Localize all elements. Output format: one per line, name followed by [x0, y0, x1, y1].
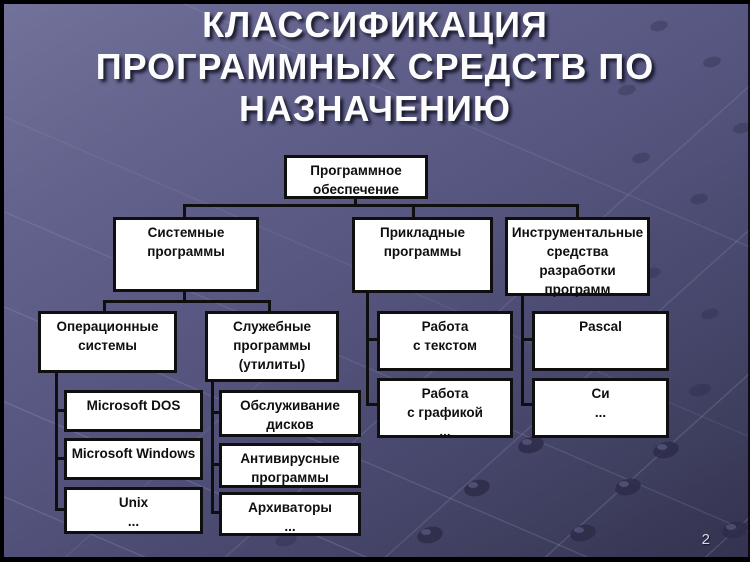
frame-edge-right: [748, 0, 750, 562]
node-applied-programs: Прикладные программы: [352, 217, 493, 293]
node-c-language: Си ...: [532, 378, 669, 438]
connector-utilities-stub-antivirus: [211, 463, 220, 466]
connector-tools-stub-pascal: [521, 338, 532, 341]
connector-applied-trunk: [366, 292, 369, 406]
connector-os-stub-unix: [55, 508, 65, 511]
connector-drop-os: [103, 300, 106, 312]
connector-utilities-stub-disk: [211, 411, 220, 414]
page-number: 2: [701, 531, 710, 548]
node-graphics-work: Работа с графикой ...: [377, 378, 513, 439]
node-antivirus: Антивирусные программы: [219, 443, 361, 488]
frame-edge-left: [0, 0, 4, 562]
connector-applied-stub-graphics: [366, 403, 378, 406]
connector-os-stub-mswindows: [55, 457, 65, 460]
connector-drop-utilities: [268, 300, 271, 312]
connector-os-stub-msdos: [55, 409, 65, 412]
connector-system-stub: [183, 290, 186, 302]
node-mswindows: Microsoft Windows: [64, 438, 203, 480]
connector-drop-system: [183, 205, 186, 217]
node-archivers: Архиваторы ...: [219, 492, 361, 536]
connector-utilities-stub-archivers: [211, 511, 220, 514]
connector-drop-tools: [576, 205, 579, 217]
connector-tools-stub-c: [521, 403, 532, 406]
node-disk-service: Обслуживание дисков: [219, 390, 361, 437]
bead-dots: [275, 20, 750, 547]
node-unix: Unix ...: [64, 487, 203, 534]
node-pascal: Pascal: [532, 311, 669, 371]
node-operating-systems: Операционные системы: [38, 311, 177, 373]
node-text-work: Работа с текстом: [377, 311, 513, 371]
node-msdos: Microsoft DOS: [64, 390, 203, 432]
connector-system-bar: [103, 300, 271, 303]
connector-os-trunk: [55, 372, 58, 511]
connector-drop-applied: [412, 205, 415, 217]
frame-edge-bottom: [0, 557, 750, 562]
connector-applied-stub-text: [366, 338, 378, 341]
node-software: Программное обеспечение: [284, 155, 428, 199]
frame-edge-top: [0, 0, 750, 4]
connector-utilities-trunk: [211, 381, 214, 513]
connector-level1-bar: [183, 204, 579, 207]
node-development-tools: Инструментальные средства разработки про…: [505, 217, 650, 297]
connector-root-stub: [354, 197, 357, 207]
node-utilities: Служебные программы (утилиты): [205, 311, 339, 382]
node-system-programs: Системные программы: [113, 217, 259, 292]
connector-tools-trunk: [521, 294, 524, 406]
slide-title: КЛАССИФИКАЦИЯ ПРОГРАММНЫХ СРЕДСТВ ПО НАЗ…: [95, 4, 655, 130]
